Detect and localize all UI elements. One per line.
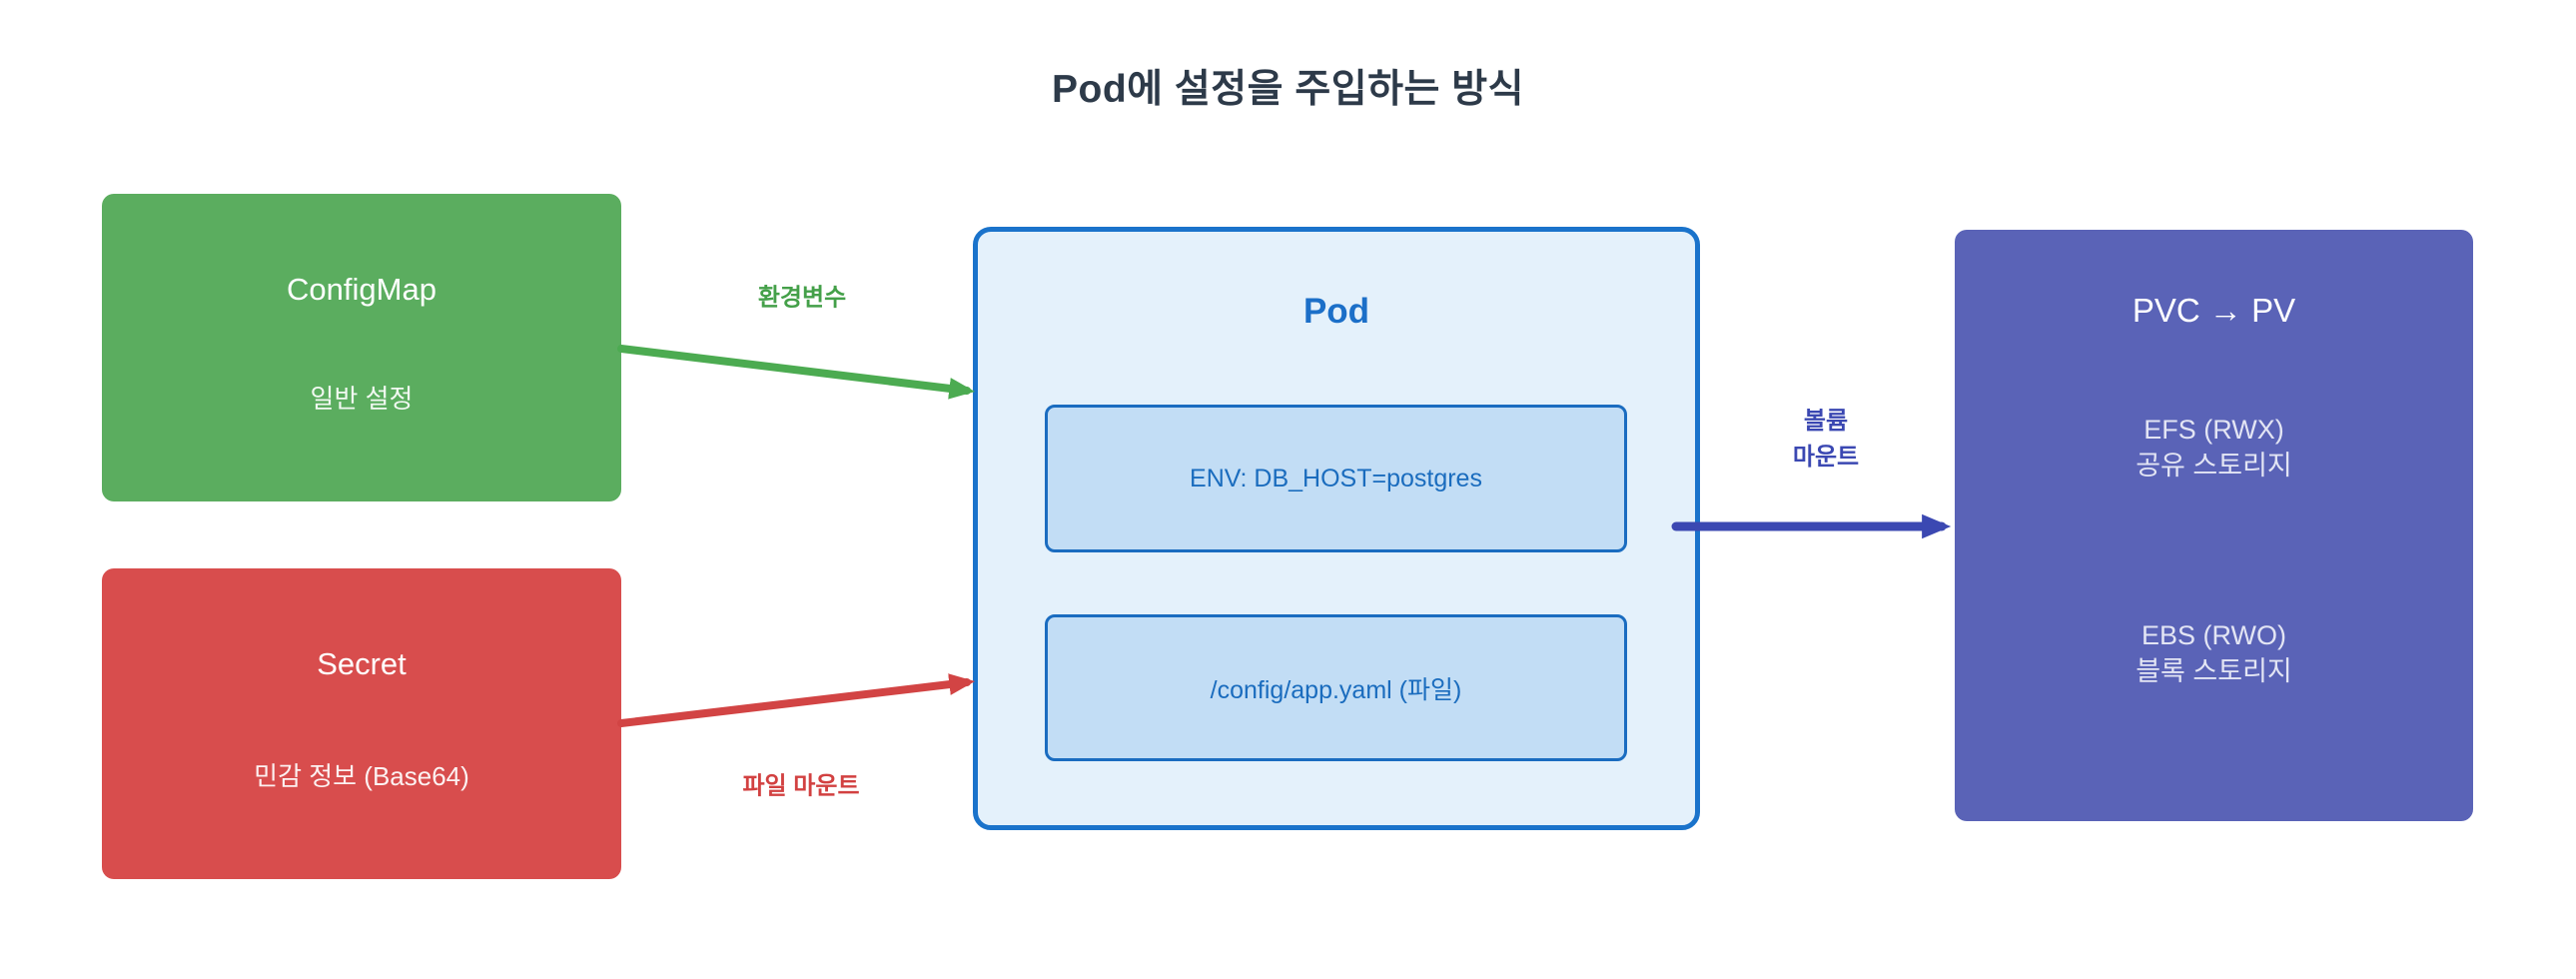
pvc-efs-line2: 공유 스토리지 (2136, 451, 2292, 482)
configmap-subtitle: 일반 설정 (310, 384, 414, 414)
secret-subtitle: 민감 정보 (Base64) (254, 761, 469, 791)
pvc-efs-label: EFS (RWX) 공유 스토리지 (1955, 412, 2473, 485)
configmap-title: ConfigMap (287, 272, 436, 307)
pvc-ebs-line1: EBS (RWO) (2141, 620, 2286, 650)
env-arrow-label: 환경변수 (757, 284, 847, 312)
pvc-pv-node: PVC → PV EFS (RWX) 공유 스토리지 EBS (RWO) 블록 … (1955, 230, 2473, 821)
volume-arrow-label-line2: 마운트 (1792, 444, 1860, 471)
secret-title: Secret (317, 646, 407, 681)
pvc-pv-title: PVC → PV (2132, 292, 2296, 329)
pvc-ebs-line2: 블록 스토리지 (2136, 656, 2292, 687)
secret-node: Secret 민감 정보 (Base64) (102, 568, 621, 879)
pvc-ebs-label: EBS (RWO) 블록 스토리지 (1955, 617, 2473, 690)
diagram-title: Pod에 설정을 주입하는 방식 (1052, 68, 1524, 111)
configmap-node: ConfigMap 일반 설정 (102, 194, 621, 501)
pod-node: Pod ENV: DB_HOST=postgres /config/app.ya… (973, 227, 1700, 830)
pod-file-item-box: /config/app.yaml (파일) (1045, 614, 1627, 761)
volume-arrow-label-line1: 볼륨 (1803, 408, 1849, 435)
file-arrow-label: 파일 마운트 (742, 772, 860, 800)
pod-title: Pod (1302, 292, 1370, 331)
env-arrow (617, 345, 976, 400)
file-arrow (617, 673, 976, 727)
pvc-efs-line1: EFS (RWX) (2144, 415, 2284, 445)
pod-env-item-box: ENV: DB_HOST=postgres (1045, 405, 1627, 552)
volume-arrow-label: 볼륨 마운트 (1793, 404, 1859, 476)
